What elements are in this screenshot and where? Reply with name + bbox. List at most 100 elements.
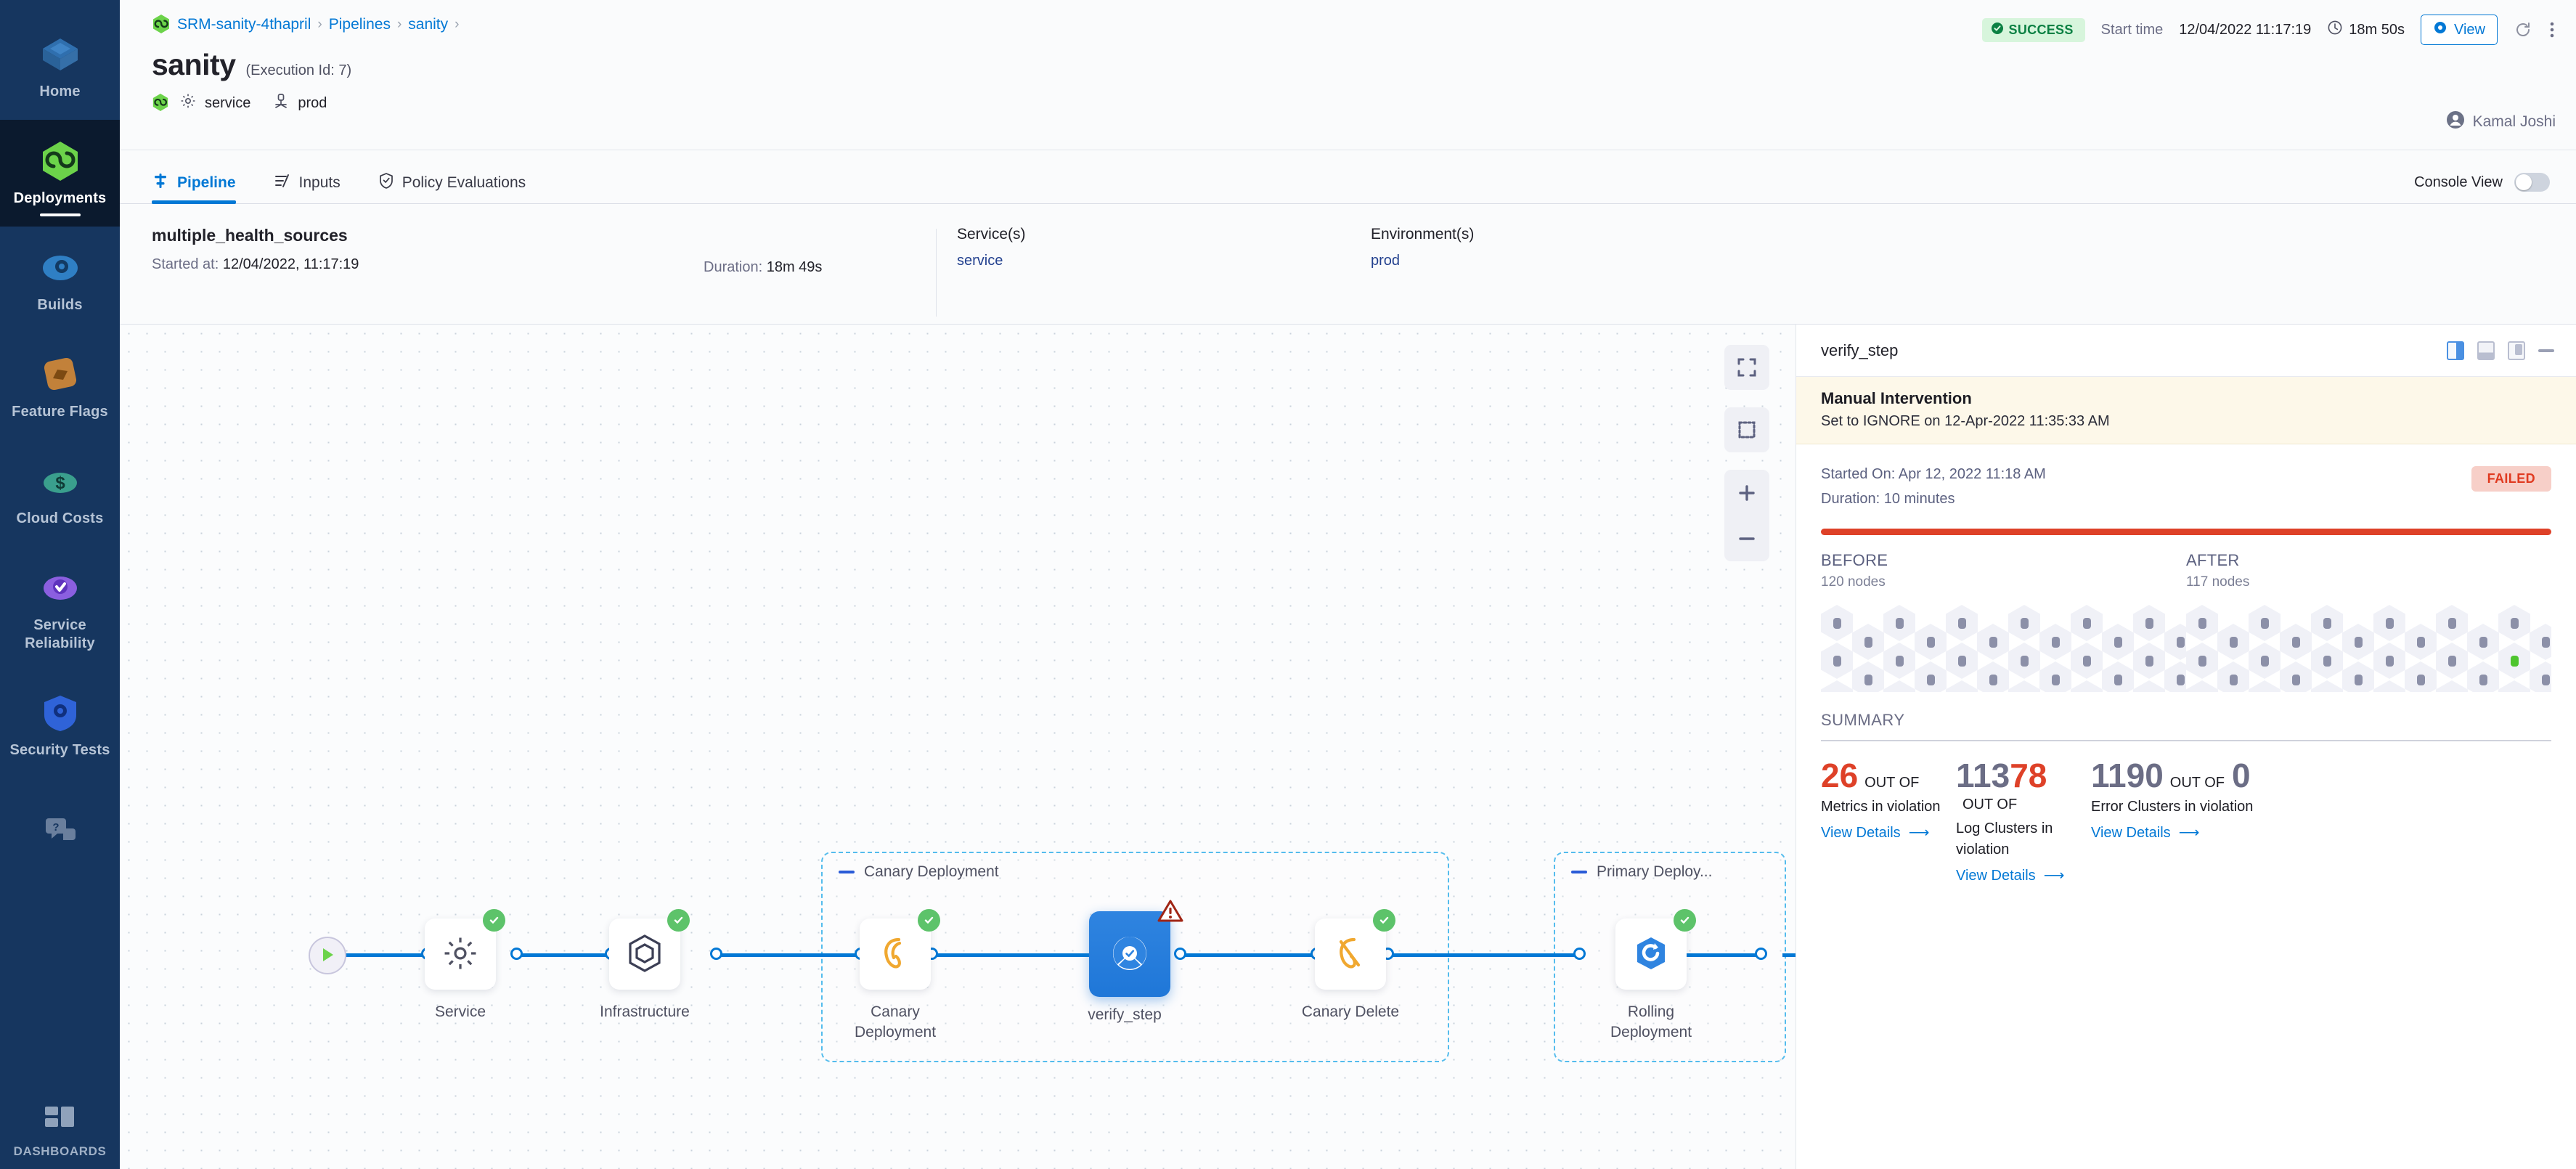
panel-header: verify_step bbox=[1796, 325, 2576, 377]
zoom-controls bbox=[1724, 470, 1769, 561]
duration-label: Duration: bbox=[704, 259, 763, 275]
edge bbox=[1782, 953, 1796, 957]
collapse-icon[interactable] bbox=[839, 871, 855, 873]
layout-split-right-icon[interactable] bbox=[2447, 341, 2464, 360]
pipeline-icon bbox=[152, 172, 169, 194]
node-card[interactable] bbox=[1315, 909, 1395, 990]
node-infrastructure[interactable]: Infrastructure bbox=[600, 909, 690, 1022]
sidebar-dashboards-label: DASHBOARDS bbox=[13, 1144, 107, 1158]
breadcrumb-pipelines[interactable]: Pipelines bbox=[328, 16, 391, 33]
sidebar-item-security-tests[interactable]: Security Tests bbox=[0, 672, 120, 778]
inputs-icon bbox=[274, 172, 291, 194]
layout-split-bottom-icon[interactable] bbox=[2477, 341, 2495, 360]
node-card[interactable] bbox=[1089, 900, 1183, 997]
sidebar-item-home[interactable]: Home bbox=[0, 13, 120, 120]
console-view-switch[interactable] bbox=[2514, 173, 2550, 192]
verify-icon bbox=[1109, 932, 1151, 977]
user-menu[interactable]: Kamal Joshi bbox=[2446, 110, 2556, 134]
sidebar-item-service-reliability[interactable]: Service Reliability bbox=[0, 547, 120, 672]
zoom-out-icon[interactable] bbox=[1724, 516, 1769, 561]
node-card[interactable] bbox=[425, 909, 505, 990]
stat-value-row: 1190 OUT OF 0 bbox=[2091, 757, 2259, 794]
fit-screen-icon[interactable] bbox=[1724, 345, 1769, 390]
page-title: sanity bbox=[152, 48, 236, 81]
stat-outof: OUT OF bbox=[1864, 775, 1920, 791]
view-details-link[interactable]: View Details ⟶ bbox=[1956, 866, 2064, 884]
hex-node bbox=[1977, 624, 2009, 660]
node-service[interactable]: Service bbox=[425, 909, 505, 1022]
execution-id: (Execution Id: 7) bbox=[245, 62, 352, 78]
start-time-value: 12/04/2022 11:17:19 bbox=[2179, 21, 2312, 38]
before-column: BEFORE 120 nodes bbox=[1821, 551, 2186, 692]
tab-policy-evaluations[interactable]: Policy Evaluations bbox=[378, 172, 545, 203]
service-chip[interactable]: service bbox=[179, 92, 250, 114]
pipeline-start-node[interactable] bbox=[309, 937, 346, 974]
sidebar-item-builds[interactable]: Builds bbox=[0, 227, 120, 333]
sidebar-item-help[interactable]: ? bbox=[0, 778, 120, 861]
layout-float-icon[interactable] bbox=[2508, 341, 2525, 360]
panel-title: verify_step bbox=[1821, 341, 1899, 359]
hex-node bbox=[2249, 680, 2281, 692]
view-details-link[interactable]: View Details ⟶ bbox=[2091, 823, 2199, 842]
select-area-icon[interactable] bbox=[1724, 407, 1769, 452]
view-button[interactable]: View bbox=[2421, 15, 2498, 45]
hex-node bbox=[1883, 680, 1915, 692]
breadcrumb-pipeline[interactable]: sanity bbox=[408, 16, 449, 33]
collapse-icon[interactable] bbox=[1571, 871, 1587, 873]
arrow-right-icon: ⟶ bbox=[2174, 825, 2200, 841]
sidebar-item-deployments[interactable]: Deployments bbox=[0, 120, 120, 227]
status-badge: SUCCESS bbox=[1981, 17, 2085, 42]
more-vertical-icon[interactable] bbox=[2548, 20, 2556, 39]
view-details-link[interactable]: View Details ⟶ bbox=[1821, 823, 1929, 842]
before-after-row: BEFORE 120 nodes AFTER 117 nodes bbox=[1821, 551, 2551, 692]
hex-node bbox=[2008, 605, 2040, 641]
console-view-toggle[interactable]: Console View bbox=[2414, 173, 2550, 192]
breadcrumb-separator: › bbox=[455, 17, 460, 32]
hex-node bbox=[2249, 643, 2281, 679]
pipeline-canvas[interactable]: Canary Deployment Primary Deploy... bbox=[120, 325, 1796, 1169]
refresh-icon[interactable] bbox=[2514, 20, 2532, 39]
status-success-badge bbox=[1674, 909, 1696, 932]
zoom-in-icon[interactable] bbox=[1724, 470, 1769, 516]
main-sidebar: Home Deployments Builds bbox=[0, 0, 120, 1169]
hex-node bbox=[2186, 680, 2218, 692]
sidebar-item-dashboards[interactable]: DASHBOARDS bbox=[0, 1095, 120, 1169]
hex-node bbox=[2039, 661, 2071, 692]
stat-value: 1190 bbox=[2091, 757, 2164, 794]
hex-node bbox=[1946, 643, 1978, 679]
group-label-text: Primary Deploy... bbox=[1597, 863, 1713, 880]
stat-caption: Log Clusters in violation bbox=[1956, 820, 2053, 858]
harness-hex-icon bbox=[152, 14, 171, 36]
node-card[interactable] bbox=[860, 909, 940, 990]
services-column: Service(s) service bbox=[957, 226, 1371, 269]
hex-node bbox=[2249, 605, 2281, 641]
execution-started: Started at: 12/04/2022, 11:17:19 bbox=[152, 256, 704, 273]
node-card[interactable] bbox=[609, 909, 690, 990]
minimize-icon[interactable] bbox=[2538, 349, 2554, 352]
banner-subtitle: Set to IGNORE on 12-Apr-2022 11:35:33 AM bbox=[1821, 413, 2110, 429]
node-rolling-deployment[interactable]: Rolling Deployment bbox=[1610, 909, 1696, 1043]
sidebar-item-cloud-costs[interactable]: $ Cloud Costs bbox=[0, 440, 120, 547]
tab-pipeline[interactable]: Pipeline bbox=[152, 172, 255, 204]
title-row: sanity (Execution Id: 7) bbox=[152, 48, 2554, 82]
environments-value[interactable]: prod bbox=[1371, 253, 1401, 269]
sidebar-item-feature-flags[interactable]: Feature Flags bbox=[0, 333, 120, 440]
node-verify-step[interactable]: verify_step bbox=[1088, 900, 1183, 1025]
builds-icon bbox=[3, 245, 117, 290]
node-canary-deployment[interactable]: Canary Deployment bbox=[855, 909, 940, 1043]
breadcrumb-project[interactable]: SRM-sanity-4thapril bbox=[177, 16, 311, 33]
node-card[interactable] bbox=[1615, 909, 1696, 990]
environment-chip[interactable]: prod bbox=[272, 92, 327, 114]
services-value[interactable]: service bbox=[957, 253, 1003, 269]
node-canary-delete[interactable]: Canary Delete bbox=[1302, 909, 1399, 1022]
start-time-label: Start time bbox=[2100, 21, 2164, 38]
tab-inputs[interactable]: Inputs bbox=[274, 172, 359, 203]
hex-node bbox=[2133, 605, 2165, 641]
edge bbox=[1178, 953, 1316, 957]
execution-info-left: multiple_health_sources Started at: 12/0… bbox=[152, 226, 704, 273]
arrow-right-icon: ⟶ bbox=[1904, 825, 1930, 841]
manual-intervention-banner: Manual Intervention Set to IGNORE on 12-… bbox=[1796, 377, 2576, 444]
hex-node bbox=[1883, 643, 1915, 679]
header-duration-value: 18m 50s bbox=[2349, 21, 2405, 38]
